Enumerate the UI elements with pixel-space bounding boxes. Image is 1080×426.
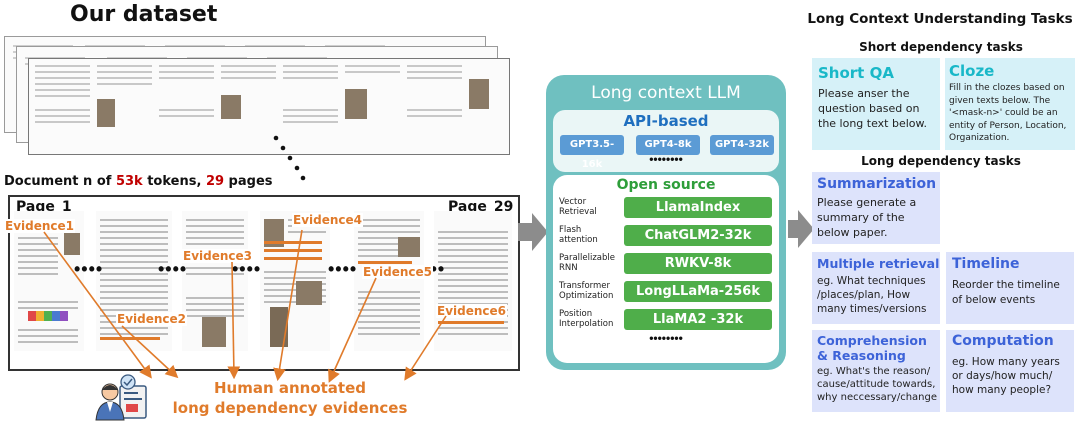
doc-page-thumbnail bbox=[96, 211, 172, 351]
task-card-short-qa: Short QA Please anser the question based… bbox=[812, 58, 940, 150]
doc-page-thumbnail bbox=[354, 211, 424, 351]
evidence-label: Evidence1 bbox=[4, 219, 76, 233]
technique-label: Parallelizable RNN bbox=[559, 253, 615, 273]
doc-page-thumbnail bbox=[260, 211, 330, 351]
page-ellipsis: •••• bbox=[232, 259, 262, 279]
api-model-pill: GPT3.5-16k bbox=[560, 135, 624, 170]
evidence-label: Evidence2 bbox=[116, 312, 188, 326]
evidence-label: Evidence4 bbox=[292, 213, 364, 227]
open-model-pill: RWKV-8k bbox=[624, 253, 772, 274]
task-card-computation: Computation eg. How many years or days/h… bbox=[946, 330, 1074, 412]
doc-stack-page-front bbox=[28, 58, 510, 155]
document-frame: Page_1 Page_29 bbox=[4, 195, 520, 371]
evidence-label: Evidence6 bbox=[436, 304, 508, 318]
doc-page-thumbnail bbox=[182, 211, 248, 351]
task-card-summarization: Summarization Please generate a summary … bbox=[812, 172, 940, 244]
technique-label: Vector Retrieval bbox=[559, 197, 597, 217]
doc-page-thumbnail bbox=[434, 211, 512, 351]
arrow-to-llm bbox=[518, 223, 534, 241]
short-dependency-title: Short dependency tasks bbox=[859, 40, 1023, 54]
long-dependency-title: Long dependency tasks bbox=[861, 154, 1021, 168]
technique-label: Flash attention bbox=[559, 225, 598, 245]
page-ellipsis: •••• bbox=[74, 259, 104, 279]
api-model-pill: GPT4-8k bbox=[636, 135, 700, 155]
task-card-multiple-retrieval: Multiple retrieval eg. What techniques /… bbox=[812, 252, 940, 324]
page-count: 29 bbox=[205, 174, 225, 189]
api-based-title: API-based bbox=[623, 112, 709, 130]
human-annotated-caption: Human annotated long dependency evidence… bbox=[172, 379, 408, 417]
open-source-title: Open source bbox=[616, 177, 716, 193]
open-more-ellipsis: •••••••• bbox=[649, 331, 683, 345]
api-more-ellipsis: •••••••• bbox=[649, 152, 683, 166]
doc-page-thumbnail bbox=[14, 211, 84, 351]
token-count: 53k bbox=[115, 174, 143, 189]
evidence-arrows bbox=[43, 229, 447, 383]
llm-title: Long context LLM bbox=[591, 83, 741, 103]
open-model-pill: LongLLaMa-256k bbox=[624, 281, 772, 302]
tasks-title: Long Context Understanding Tasks bbox=[807, 11, 1073, 27]
evidence-label: Evidence5 bbox=[362, 265, 434, 279]
page-ellipsis: •••• bbox=[158, 259, 188, 279]
open-model-pill: LlamaIndex bbox=[624, 197, 772, 218]
technique-label: Position Interpolation bbox=[559, 309, 614, 329]
task-card-timeline: Timeline Reorder the timeline of below e… bbox=[946, 252, 1074, 324]
open-model-pill: LlaMA2 -32k bbox=[624, 309, 772, 330]
task-card-comprehension: Comprehension & Reasoning eg. What's the… bbox=[812, 330, 940, 412]
arrow-to-tasks-head bbox=[798, 210, 814, 248]
evidence-label: Evidence3 bbox=[182, 249, 254, 263]
page-ellipsis: •••• bbox=[328, 259, 358, 279]
arrow-to-tasks bbox=[788, 220, 800, 238]
document-description: Document n of 53k tokens, 29 pages bbox=[4, 174, 273, 189]
task-card-cloze: Cloze Fill in the clozes based on given … bbox=[945, 58, 1075, 150]
api-model-pill: GPT4-32k bbox=[710, 135, 774, 155]
dotted-connector bbox=[273, 135, 306, 181]
dataset-title: Our dataset bbox=[70, 2, 218, 27]
technique-label: Transformer Optimization bbox=[559, 281, 614, 301]
arrow-to-llm-head bbox=[532, 213, 548, 251]
human-annotator-icon bbox=[95, 374, 147, 421]
open-model-pill: ChatGLM2-32k bbox=[624, 225, 772, 246]
